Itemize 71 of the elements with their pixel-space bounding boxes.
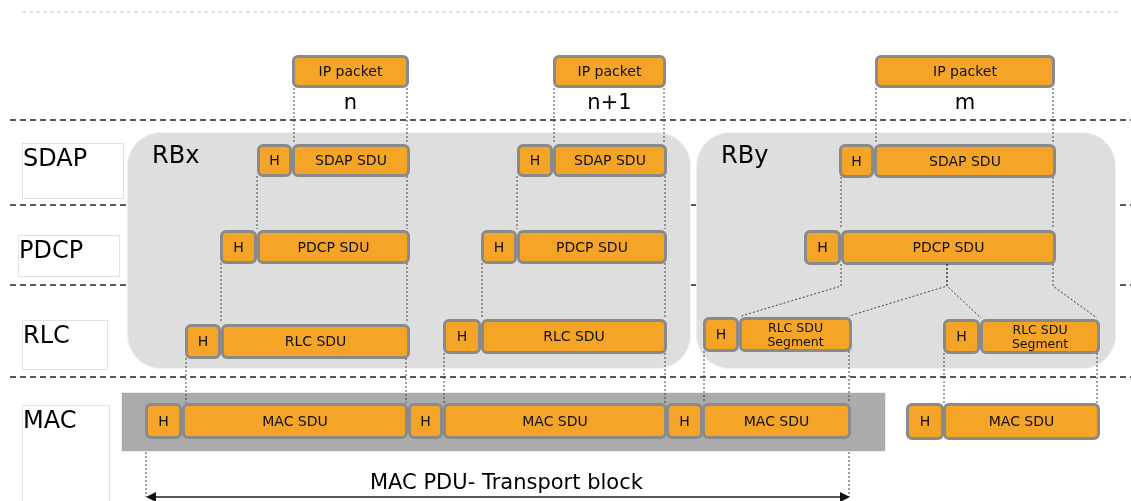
projection-line [848, 350, 850, 404]
sdu-box: MAC SDU [443, 403, 667, 439]
layer-label-box: MAC [22, 405, 110, 501]
sdu-box: MAC SDU [702, 403, 851, 439]
header-box: H [906, 403, 944, 440]
bearer-name: RBx [152, 141, 200, 169]
packet-index: n [342, 90, 359, 114]
projection-line [664, 262, 666, 319]
projection-line [293, 87, 295, 144]
header-box: H [443, 319, 481, 354]
projection-line [703, 350, 705, 404]
sdu-box: MAC SDU [182, 403, 408, 439]
bearer-name: RBy [721, 141, 769, 169]
projection-line [220, 262, 222, 324]
projection-line [1052, 176, 1054, 230]
header-box: H [481, 230, 517, 264]
projection-line [481, 262, 483, 319]
projection-line [1096, 352, 1098, 404]
sdu-box: SDAP SDU [874, 144, 1056, 178]
projection-line [553, 87, 555, 144]
projection-line [516, 175, 518, 230]
sdu-box: PDCP SDU [841, 230, 1056, 265]
projection-line [664, 175, 666, 230]
projection-line [875, 87, 877, 144]
projection-line [740, 263, 842, 317]
header-box: H [703, 317, 739, 352]
projection-line [185, 357, 187, 404]
radio-bearer-panel [127, 132, 691, 369]
layer-label-box: RLC [22, 320, 108, 370]
packet-index: n+1 [586, 90, 633, 114]
projection-line [406, 87, 408, 144]
layer-label-box: SDAP [22, 143, 124, 199]
projection-line [406, 175, 408, 230]
projection-line [946, 263, 982, 319]
projection-line [1052, 87, 1054, 144]
layer-label-box: PDCP [18, 235, 120, 277]
header-box: H [666, 403, 703, 439]
header-box: H [257, 144, 292, 177]
header-box: H [145, 403, 182, 439]
sdu-box: RLC SDU [221, 324, 410, 359]
packet-index: m [953, 90, 977, 114]
packet-box: IP packet [292, 55, 409, 88]
sdu-box: PDCP SDU [517, 230, 667, 264]
radio-bearer-panel [696, 132, 1116, 369]
projection-line [1052, 263, 1098, 319]
sdu-box: MAC SDU [943, 403, 1100, 440]
header-box: H [220, 230, 257, 264]
transport-block-bar [122, 393, 885, 451]
projection-line [663, 87, 665, 144]
projection-line [943, 352, 945, 404]
sdu-box: RLC SDU Segment [739, 317, 852, 352]
header-box: H [185, 324, 221, 359]
sdu-box: RLC SDU [481, 319, 667, 354]
projection-line [405, 357, 407, 404]
projection-line [256, 175, 258, 230]
sdu-box: SDAP SDU [553, 144, 667, 177]
projection-line [406, 262, 408, 324]
packet-box: IP packet [875, 55, 1055, 88]
header-box: H [408, 403, 443, 439]
sdu-box: PDCP SDU [257, 230, 410, 264]
projection-line [664, 352, 666, 404]
header-box: H [943, 319, 980, 354]
header-box: H [839, 144, 874, 178]
header-box: H [517, 144, 553, 177]
projection-line [443, 352, 445, 404]
transport-block-label: MAC PDU- Transport block [370, 470, 643, 494]
packet-box: IP packet [553, 55, 666, 88]
header-box: H [804, 230, 841, 265]
sdu-box: SDAP SDU [292, 144, 410, 177]
projection-line [840, 176, 842, 230]
sdu-box: RLC SDU Segment [980, 319, 1100, 354]
